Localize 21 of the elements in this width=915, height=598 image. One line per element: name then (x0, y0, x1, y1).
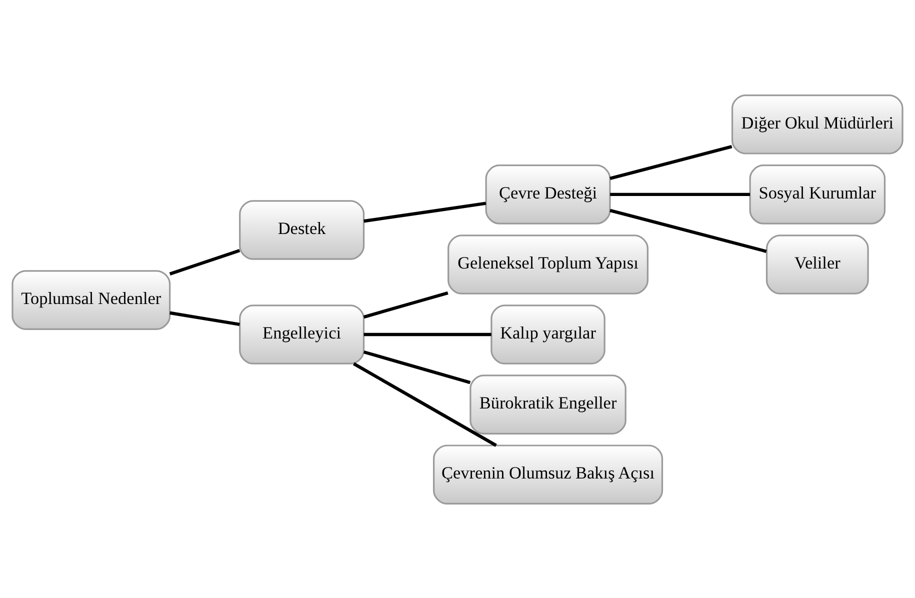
connector (364, 201, 486, 222)
connector (169, 248, 240, 275)
node-box: Geleneksel Toplum Yapısı (448, 234, 648, 294)
node-box: Çevrenin Olumsuz Bakış Açısı (432, 444, 664, 504)
node-box: Sosyal Kurumlar (749, 164, 886, 224)
connector (363, 350, 471, 384)
node-box: Çevre Desteği (485, 164, 611, 224)
connector (363, 290, 448, 318)
connector (170, 310, 240, 326)
node-box: Diğer Okul Müdürleri (731, 94, 904, 154)
node-box: Toplumsal Nedenler (12, 270, 171, 330)
connector (610, 208, 767, 252)
node-box: Engelleyici (239, 304, 365, 364)
connector (364, 332, 492, 336)
connector (610, 144, 732, 180)
node-box: Veliler (766, 234, 869, 294)
node-box: Kalıp yargılar (490, 304, 606, 364)
node-box: Destek (239, 200, 365, 260)
connector (352, 362, 497, 446)
connector (610, 192, 750, 196)
node-box: Bürokratik Engeller (470, 374, 626, 434)
